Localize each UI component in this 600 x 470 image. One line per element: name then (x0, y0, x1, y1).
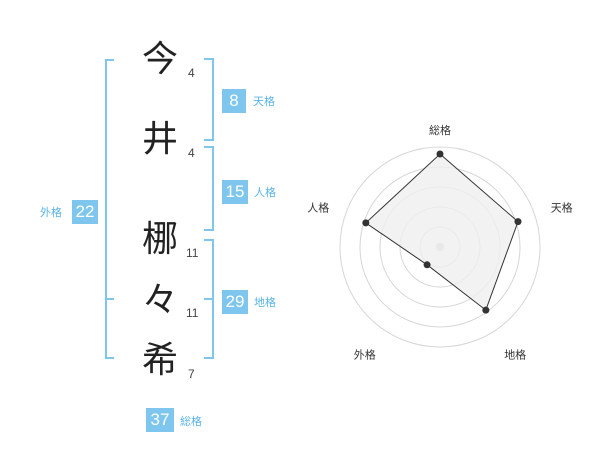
stroke-count-5: 7 (188, 367, 195, 381)
name-char-5: 希 (141, 340, 178, 381)
tenkaku-value: 8 (222, 89, 246, 113)
outer-bracket (105, 59, 114, 359)
radar-points (362, 150, 522, 314)
radar-point-1 (514, 218, 522, 226)
radar-point-4 (362, 219, 370, 227)
name-char-3: 梛 (141, 219, 178, 260)
name-char-1: 今 (141, 39, 178, 80)
name-char-2: 井 (141, 119, 178, 160)
soukaku-value: 37 (146, 408, 174, 432)
jinkaku-bracket (204, 146, 214, 231)
stroke-count-4: 11 (186, 306, 199, 320)
radar-axis-label-3: 外格 (354, 348, 376, 362)
radar-point-3 (423, 261, 431, 269)
gaikaku-value: 22 (72, 200, 98, 224)
tenkaku-label: 天格 (253, 95, 275, 108)
radar-ring-5 (339, 146, 541, 348)
radar-area (365, 153, 519, 311)
radar-point-2 (482, 306, 490, 314)
stroke-count-2: 4 (188, 146, 195, 160)
stroke-count-3: 11 (186, 246, 199, 260)
jinkaku-value: 15 (222, 180, 248, 204)
radar-axis-label-1: 天格 (551, 200, 573, 214)
radar-point-0 (436, 150, 444, 158)
radar-axis-label-4: 人格 (307, 200, 329, 214)
radar-axis-label-0: 総格 (429, 123, 451, 137)
name-char-4: 々 (141, 280, 178, 321)
chikaku-value: 29 (222, 290, 248, 314)
tenkaku-bracket (204, 58, 214, 141)
radar-axis-label-2: 地格 (504, 348, 526, 362)
gaikaku-label: 外格 (40, 206, 62, 219)
soukaku-label: 総格 (180, 415, 202, 428)
chikaku-label: 地格 (254, 296, 276, 309)
stroke-count-1: 4 (188, 66, 195, 80)
jinkaku-label: 人格 (254, 186, 276, 199)
